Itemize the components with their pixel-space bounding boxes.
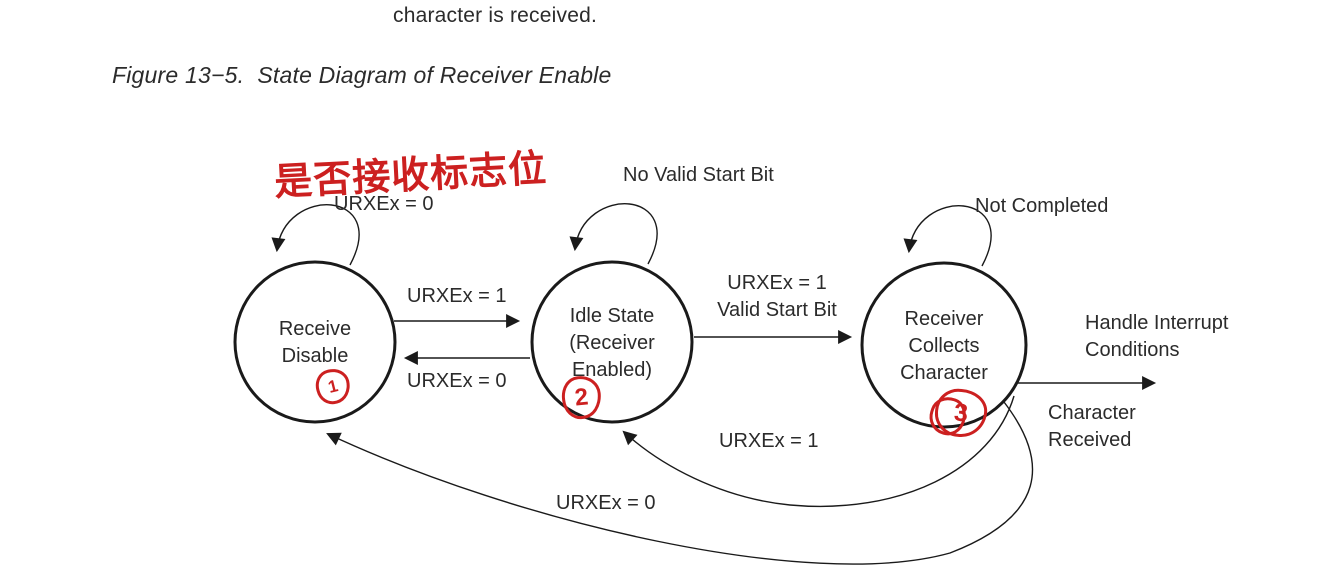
label-line: Character: [1048, 402, 1136, 424]
self-loop-idle-state: [569, 203, 658, 265]
label-collect-to-idle: URXEx = 1: [719, 430, 819, 452]
state-line: Receiver: [904, 308, 984, 330]
state-line: (Receiver: [569, 332, 655, 354]
label-idle-to-disable: URXEx = 0: [407, 370, 507, 392]
transition-collect-to-idle-curve: [622, 395, 1015, 508]
figure-caption: Figure 13−5. State Diagram of Receiver E…: [112, 62, 612, 88]
state-label-receiver-collects: Receiver Collects Character: [864, 306, 1024, 387]
state-line: Character: [900, 362, 988, 384]
label-idle-to-collect: URXEx = 1 Valid Start Bit: [702, 270, 852, 324]
state-line: Idle State: [569, 305, 655, 327]
label-line: URXEx = 1: [727, 272, 827, 294]
label-line: Received: [1048, 429, 1132, 451]
state-label-idle-state: Idle State (Receiver Enabled): [532, 303, 692, 384]
state-line: Disable: [281, 345, 349, 367]
label-line: Handle Interrupt: [1085, 312, 1229, 334]
transition-collect-to-disable-curve: [326, 401, 1034, 565]
label-disable-to-idle: URXEx = 1: [407, 285, 507, 307]
label-collect-to-disable: URXEx = 0: [556, 492, 656, 514]
mark-digit: 3: [953, 398, 969, 427]
mark-digit: 2: [573, 382, 590, 412]
self-loop-receiver-collects: [903, 205, 992, 267]
state-label-receive-disable: Receive Disable: [235, 316, 395, 370]
state-circle-idle-state: [530, 260, 694, 424]
label-character-received: Character Received: [1048, 400, 1136, 454]
label-self-receive-disable: URXEx = 0: [334, 193, 434, 215]
label-handle-interrupt: Handle Interrupt Conditions: [1085, 310, 1228, 364]
mark-digit: 1: [325, 375, 340, 397]
self-loop-receive-disable: [271, 204, 360, 266]
state-line: Receive: [278, 318, 352, 340]
state-circle-receive-disable: [233, 260, 397, 424]
label-line: Conditions: [1085, 339, 1180, 361]
body-text: character is received.: [393, 4, 597, 27]
state-line: Enabled): [571, 359, 653, 381]
label-self-receiver-collects: Not Completed: [975, 195, 1109, 217]
state-line: Collects: [908, 335, 980, 357]
label-self-idle-state: No Valid Start Bit: [623, 164, 774, 186]
label-line: Valid Start Bit: [717, 299, 837, 321]
